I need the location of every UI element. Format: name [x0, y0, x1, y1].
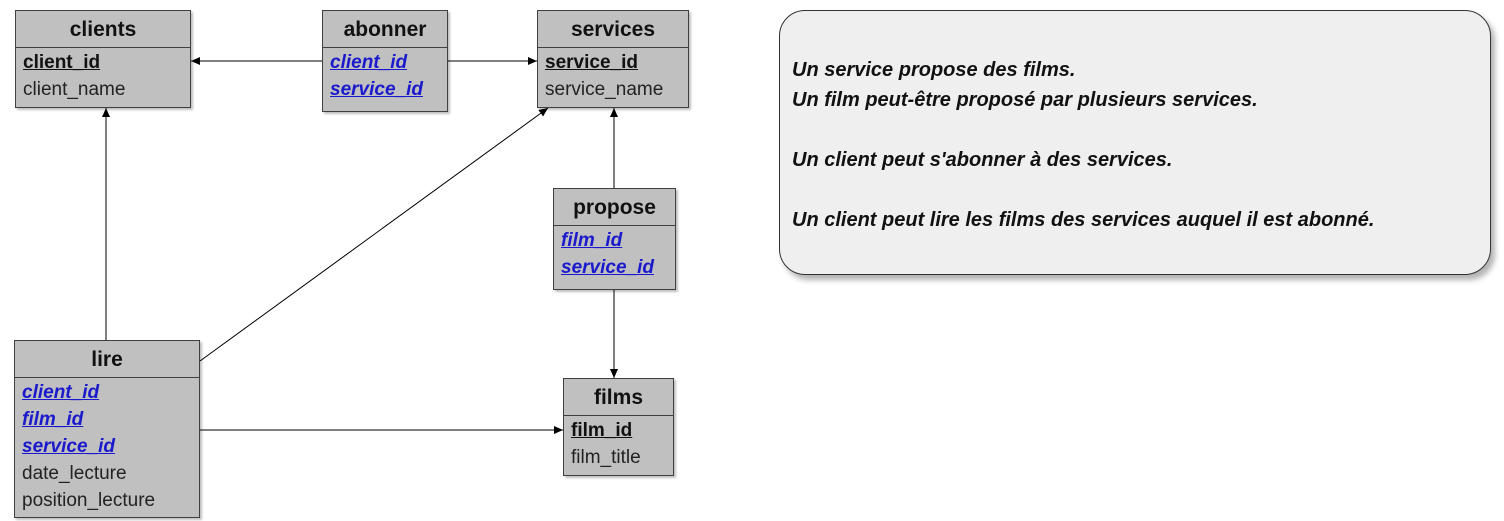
attr-client-id-pk: client_id — [23, 52, 101, 73]
entity-lire: lire client_id film_id service_id date_l… — [14, 340, 200, 518]
link-lire-services — [199, 107, 549, 362]
attr-film-id-fk: film_id — [22, 409, 84, 430]
attr-client-id-fk: client_id — [22, 382, 100, 403]
note-box: Un service propose des films. Un film pe… — [779, 10, 1491, 275]
attr-service-name: service_name — [545, 79, 664, 100]
entity-title-films: films — [564, 379, 673, 416]
entity-clients: clients client_id client_name — [15, 10, 191, 108]
entity-services: services service_id service_name — [537, 10, 689, 108]
entity-title-abonner: abonner — [323, 11, 447, 48]
attr-service-id-pk: service_id — [545, 52, 638, 73]
attr-client-name: client_name — [23, 79, 126, 100]
note-line: Un client peut lire les films des servic… — [792, 209, 1375, 231]
attr-date-lecture: date_lecture — [22, 463, 127, 484]
entity-abonner: abonner client_id service_id — [322, 10, 448, 112]
attr-film-id-pk: film_id — [571, 420, 633, 441]
attr-service-id-fk: service_id — [330, 79, 423, 100]
entity-title-propose: propose — [554, 189, 675, 226]
entity-title-lire: lire — [15, 341, 199, 378]
attr-film-id-fk: film_id — [561, 230, 623, 251]
note-line: Un client peut s'abonner à des services. — [792, 149, 1173, 171]
note-line: Un service propose des films. — [792, 59, 1076, 81]
entity-title-clients: clients — [16, 11, 190, 48]
attr-film-title: film_title — [571, 447, 641, 468]
note-line: Un film peut-être proposé par plusieurs … — [792, 89, 1258, 111]
attr-service-id-fk: service_id — [561, 257, 654, 278]
entity-propose: propose film_id service_id — [553, 188, 676, 290]
entity-films: films film_id film_title — [563, 378, 674, 476]
entity-title-services: services — [538, 11, 688, 48]
attr-position-lecture: position_lecture — [22, 490, 156, 511]
attr-client-id-fk: client_id — [330, 52, 408, 73]
attr-service-id-fk: service_id — [22, 436, 115, 457]
